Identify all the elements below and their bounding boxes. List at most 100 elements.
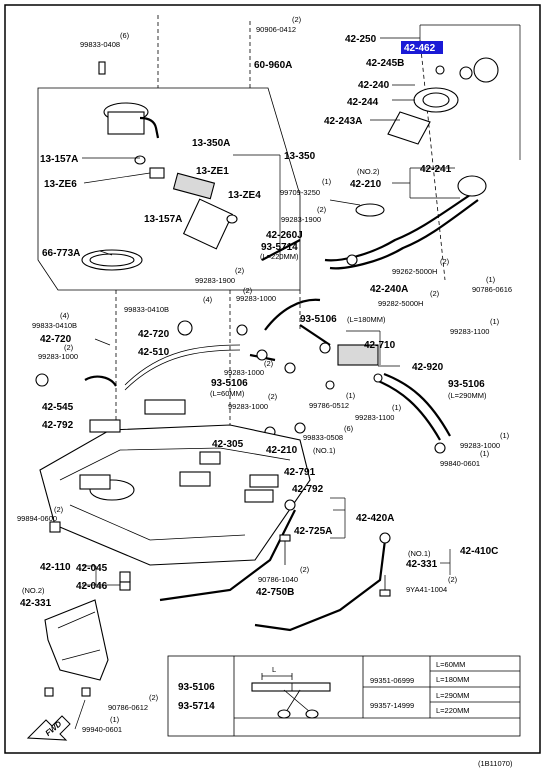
svg-text:(L=220MM): (L=220MM) xyxy=(260,252,299,261)
callout-60-960a: 60-960A xyxy=(254,60,292,71)
diagram-artwork xyxy=(35,15,499,697)
callout-42-240: 42-240 xyxy=(358,80,390,91)
hose-length-legend: 93-5106 93-5714 L 99351-06999 99357-1499… xyxy=(167,655,521,737)
svg-text:(2): (2) xyxy=(300,565,310,574)
callout-42-545: 42-545 xyxy=(42,402,74,413)
callout-13-ze4: 13-ZE4 xyxy=(228,190,261,201)
svg-text:(6): (6) xyxy=(120,31,130,40)
callout-93-5106-3: 93-5106 xyxy=(448,379,485,390)
callout-42-920: 42-920 xyxy=(412,362,444,373)
svg-text:(NO.1): (NO.1) xyxy=(313,446,336,455)
callout-99283-1000-5: 99283-1000 xyxy=(460,441,500,450)
callout-13-157a-2: 13-157A xyxy=(144,214,182,225)
fuel-tank xyxy=(39,424,311,566)
svg-text:(1): (1) xyxy=(322,177,332,186)
callout-42-045: 42-045 xyxy=(76,563,108,574)
svg-text:(L=180MM): (L=180MM) xyxy=(347,315,386,324)
legend-length-180: L=180MM xyxy=(436,675,470,684)
svg-text:(2): (2) xyxy=(292,15,302,24)
callout-42-710: 42-710 xyxy=(364,340,396,351)
svg-text:(2): (2) xyxy=(264,359,274,368)
callout-66-773a: 66-773A xyxy=(42,248,80,259)
callout-13-ze6: 13-ZE6 xyxy=(44,179,77,190)
legend-length-290: L=290MM xyxy=(436,691,470,700)
legend-hose-2: 93-5714 xyxy=(178,701,215,712)
callout-99840-0601: 99840-0601 xyxy=(440,459,480,468)
svg-text:(2): (2) xyxy=(317,205,327,214)
callout-42-725a: 42-725A xyxy=(294,526,332,537)
callout-42-410c: 42-410C xyxy=(460,546,498,557)
callout-42-250: 42-250 xyxy=(345,34,377,45)
callout-42-792-2: 42-792 xyxy=(292,484,324,495)
callout-99894-0600: 99894-0600 xyxy=(17,514,57,523)
legend-length-symbol: L xyxy=(272,665,276,674)
legend-length-220: L=220MM xyxy=(436,706,470,715)
svg-text:(1): (1) xyxy=(346,391,356,400)
callout-99282-5000h: 99282-5000H xyxy=(378,299,423,308)
callout-99709-3250: 99709-3250 xyxy=(280,188,320,197)
callout-99283-1100: 99283-1100 xyxy=(450,327,489,336)
callout-93-5106-2: 93-5106 xyxy=(211,378,248,389)
fuel-pump xyxy=(172,172,216,200)
svg-text:(1): (1) xyxy=(486,275,496,284)
callout-9ya41-1004: 9YA41-1004 xyxy=(406,585,447,594)
fuel-cap xyxy=(473,57,499,83)
svg-text:(2): (2) xyxy=(64,343,74,352)
legend-hose-1: 93-5106 xyxy=(178,682,215,693)
svg-text:(2): (2) xyxy=(268,392,278,401)
svg-text:(2): (2) xyxy=(440,257,450,266)
callout-42-243a: 42-243A xyxy=(324,116,362,127)
svg-text:(2): (2) xyxy=(54,505,64,514)
callout-99283-1900: 99283-1900 xyxy=(281,215,321,224)
svg-text:(1): (1) xyxy=(392,403,402,412)
leader-lines xyxy=(74,24,521,730)
svg-text:(NO.1): (NO.1) xyxy=(408,549,431,558)
callout-99283-1000-4: 99283-1000 xyxy=(228,402,268,411)
callout-42-750b: 42-750B xyxy=(256,587,294,598)
callout-13-350: 13-350 xyxy=(284,151,316,162)
legend-part-1: 99351-06999 xyxy=(370,676,414,685)
fwd-arrow: FWD xyxy=(26,715,71,741)
diagram-id: (1B11070) xyxy=(478,759,513,768)
callouts: (6) 99833-0408 (2) 90906-0412 60-960A 42… xyxy=(17,15,512,734)
callout-99283-1900-2: 99283-1900 xyxy=(195,276,235,285)
callout-90906-0412: 90906-0412 xyxy=(256,25,296,34)
callout-42-260j: 42-260J xyxy=(266,230,303,241)
callout-42-720: 42-720 xyxy=(138,329,170,340)
callout-93-5106: 93-5106 xyxy=(300,314,337,325)
callout-99262-5000h: 99262-5000H xyxy=(392,267,437,276)
callout-42-510: 42-510 xyxy=(138,347,170,358)
svg-text:(1): (1) xyxy=(480,449,490,458)
callout-42-241: 42-241 xyxy=(420,164,452,175)
legend-part-2: 99357-14999 xyxy=(370,701,414,710)
legend-length-60: L=60MM xyxy=(436,660,465,669)
callout-42-720-2: 42-720 xyxy=(40,334,72,345)
svg-text:(6): (6) xyxy=(344,424,354,433)
callout-42-331-no1: 42-331 xyxy=(406,559,438,570)
callout-42-210-no2: 42-210 xyxy=(350,179,382,190)
svg-text:(2): (2) xyxy=(243,286,253,295)
svg-text:(1): (1) xyxy=(500,431,510,440)
callout-42-240a: 42-240A xyxy=(370,284,408,295)
callout-99833-0408: 99833-0408 xyxy=(80,40,120,49)
callout-93-5714: 93-5714 xyxy=(261,242,298,253)
callout-42-420a: 42-420A xyxy=(356,513,394,524)
callout-90786-1040: 90786-1040 xyxy=(258,575,298,584)
svg-text:(4): (4) xyxy=(203,295,213,304)
callout-42-791: 42-791 xyxy=(284,467,316,478)
callout-13-157a: 13-157A xyxy=(40,154,78,165)
bracket-no2 xyxy=(44,599,109,681)
callout-42-331-no2: 42-331 xyxy=(20,598,52,609)
callout-90786-0612: 90786-0612 xyxy=(108,703,148,712)
svg-text:(NO.2): (NO.2) xyxy=(22,586,45,595)
svg-text:(NO.2): (NO.2) xyxy=(357,167,380,176)
callout-99833-0410b-2: 99833-0410B xyxy=(32,321,77,330)
callout-42-046: 42-046 xyxy=(76,581,108,592)
callout-42-462: 42-462 xyxy=(404,43,436,54)
svg-text:(L=290MM): (L=290MM) xyxy=(448,391,487,400)
svg-text:(2): (2) xyxy=(235,266,245,275)
callout-42-305: 42-305 xyxy=(212,439,244,450)
callout-99786-0512: 99786-0512 xyxy=(309,401,349,410)
svg-text:(2): (2) xyxy=(149,693,159,702)
